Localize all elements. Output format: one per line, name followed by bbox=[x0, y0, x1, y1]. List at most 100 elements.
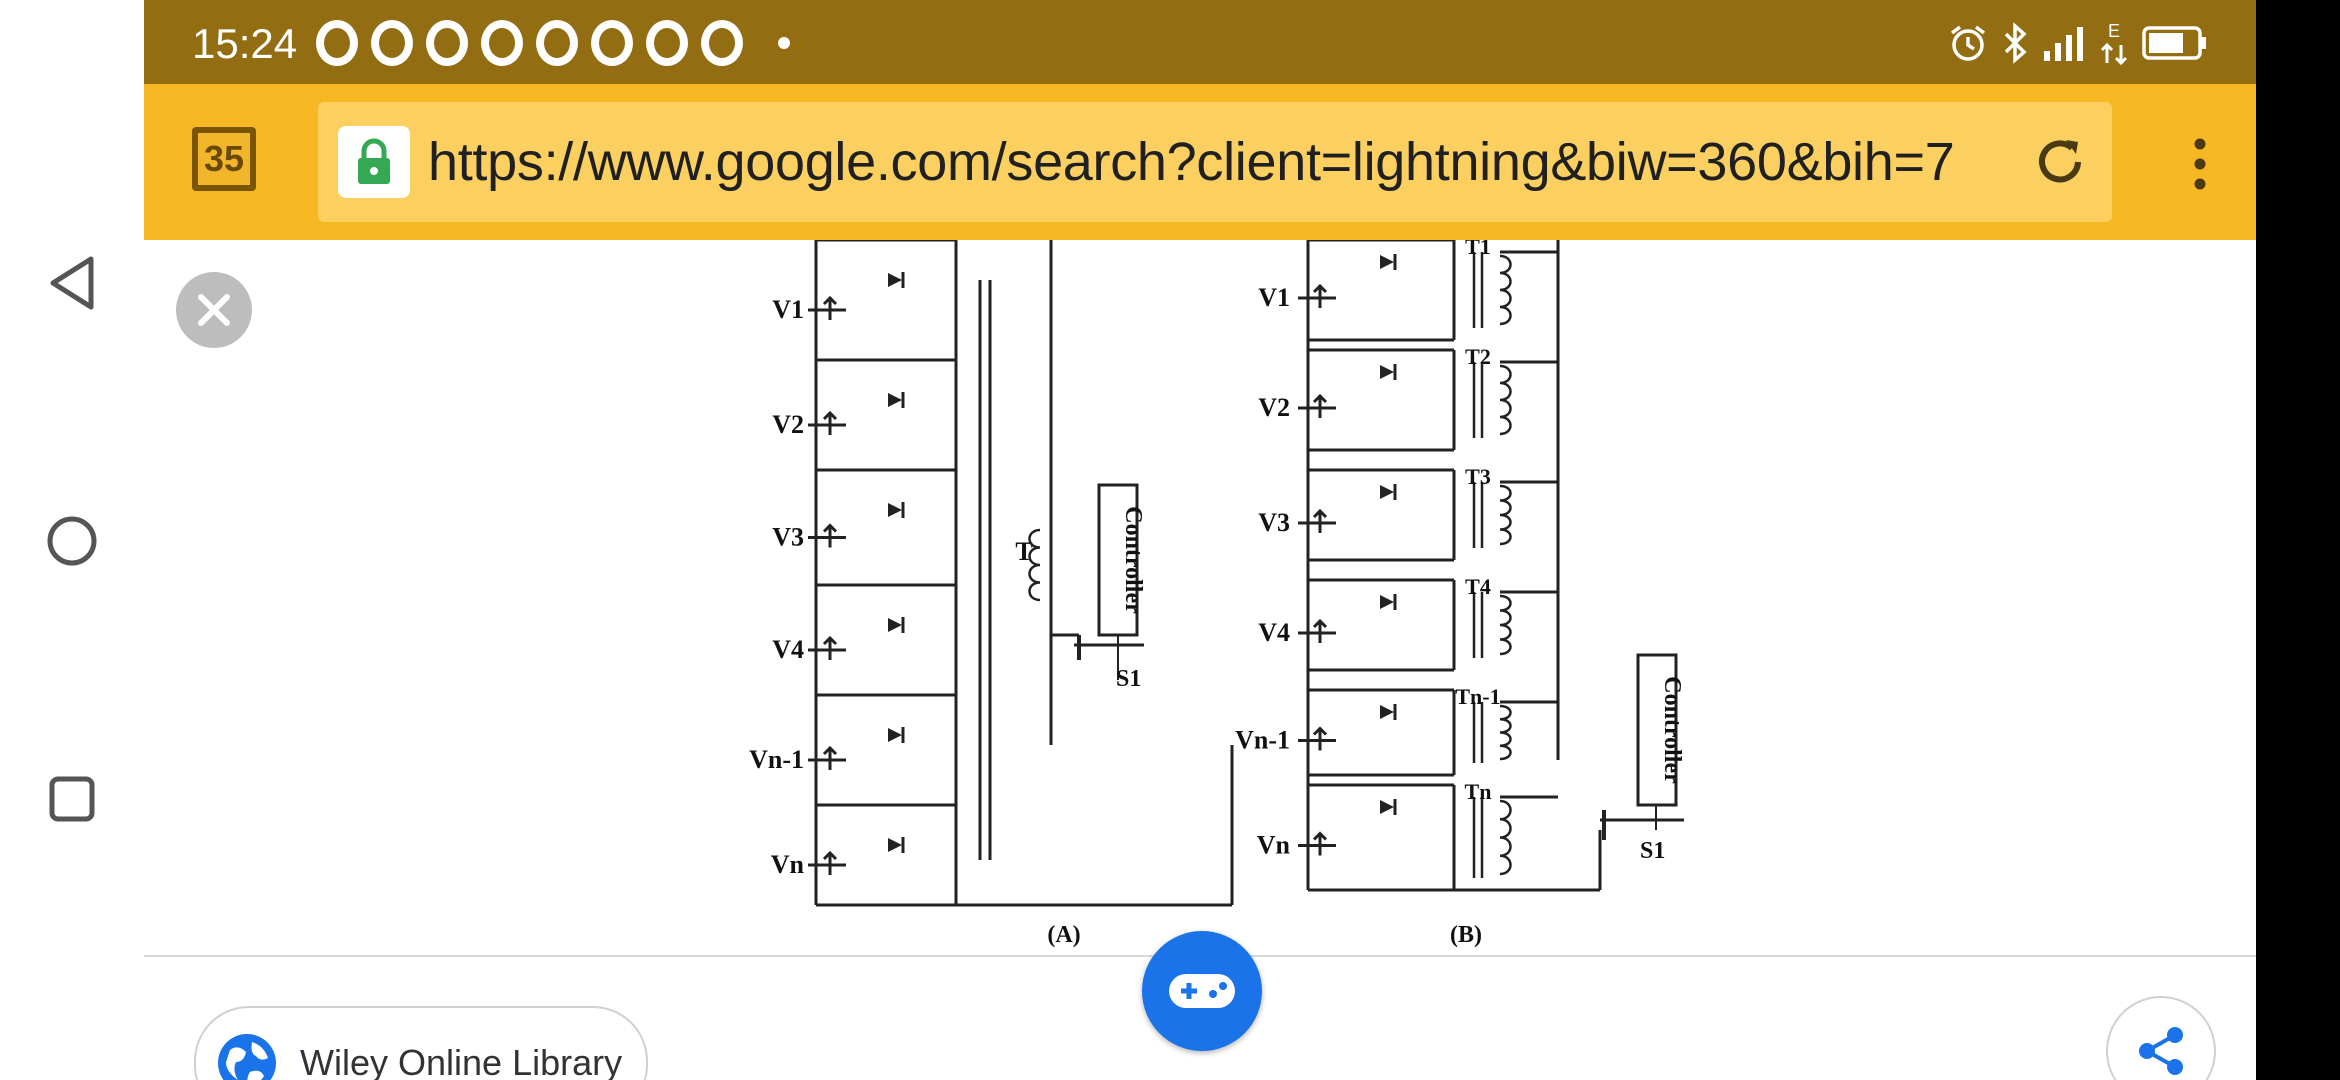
notification-icon bbox=[591, 20, 633, 66]
recents-button[interactable] bbox=[36, 763, 108, 835]
source-arrow bbox=[1312, 283, 1328, 308]
reload-icon bbox=[2039, 140, 2081, 183]
caption-a: (A) bbox=[1047, 922, 1080, 948]
transformer-label: T3 bbox=[1465, 464, 1491, 489]
network-type-label: E bbox=[2108, 21, 2120, 41]
diode-symbol bbox=[1380, 365, 1394, 379]
reload-button[interactable] bbox=[2028, 130, 2092, 194]
alarm-icon bbox=[1950, 25, 1986, 61]
back-icon bbox=[50, 256, 94, 310]
transformer-label: Tn-1 bbox=[1455, 684, 1500, 709]
diode-symbol bbox=[888, 838, 902, 852]
secondary-winding bbox=[1499, 799, 1512, 876]
diode-symbol bbox=[888, 273, 902, 287]
source-arrow bbox=[822, 523, 838, 548]
games-button[interactable] bbox=[1142, 931, 1262, 1051]
diode-symbol bbox=[888, 618, 902, 632]
gamepad-icon bbox=[1169, 974, 1235, 1008]
source-arrow bbox=[1312, 393, 1328, 418]
source-link[interactable]: Wiley Online Library bbox=[194, 1006, 648, 1080]
source-arrow bbox=[822, 410, 838, 435]
voltage-label: Vn-1 bbox=[749, 745, 804, 774]
transformer-label: T bbox=[1015, 537, 1032, 566]
back-button[interactable] bbox=[36, 247, 108, 319]
diode-symbol bbox=[1380, 595, 1394, 609]
secondary-winding bbox=[1499, 364, 1512, 436]
tab-count-button[interactable]: 35 bbox=[192, 127, 256, 191]
share-button[interactable] bbox=[2106, 996, 2216, 1080]
more-options-icon[interactable] bbox=[2184, 136, 2216, 192]
source-arrow bbox=[822, 295, 838, 320]
voltage-label: V4 bbox=[772, 635, 804, 664]
source-arrow bbox=[1312, 726, 1328, 751]
source-arrow bbox=[1312, 508, 1328, 533]
secondary-winding bbox=[1499, 704, 1512, 761]
switch-label: S1 bbox=[1116, 666, 1141, 692]
voltage-label: V2 bbox=[1258, 393, 1290, 422]
secondary-winding bbox=[1028, 528, 1041, 602]
home-icon bbox=[47, 516, 97, 566]
secure-lock-icon[interactable] bbox=[338, 126, 410, 198]
notification-icon bbox=[371, 20, 413, 66]
voltage-label: V1 bbox=[772, 295, 804, 324]
switch-label: S1 bbox=[1640, 838, 1665, 864]
diode-symbol bbox=[888, 503, 902, 517]
voltage-label: V1 bbox=[1258, 283, 1290, 312]
notification-icon bbox=[646, 20, 688, 66]
controller-label: Controller bbox=[1659, 676, 1685, 784]
device-screen: 15:24 E 35 https://www.google.com/search… bbox=[144, 0, 2256, 1080]
more-notifications-dot bbox=[778, 37, 790, 49]
transformer-label: T4 bbox=[1465, 574, 1491, 599]
controller-label: Controller bbox=[1120, 506, 1146, 614]
share-icon bbox=[2139, 1027, 2183, 1075]
secondary-winding bbox=[1499, 254, 1512, 326]
secondary-winding bbox=[1499, 484, 1512, 546]
diode-symbol bbox=[888, 728, 902, 742]
source-arrow bbox=[1312, 831, 1328, 856]
transformer-label: Tn bbox=[1465, 779, 1492, 804]
data-network-icon: E bbox=[2100, 21, 2128, 65]
voltage-label: V3 bbox=[1258, 508, 1290, 537]
source-arrow bbox=[822, 850, 838, 875]
notification-icons bbox=[316, 20, 790, 66]
source-arrow bbox=[822, 635, 838, 660]
status-bar: 15:24 E bbox=[144, 0, 2256, 84]
voltage-label: Vn bbox=[1257, 831, 1291, 860]
notification-icon bbox=[701, 20, 743, 66]
notification-icon bbox=[536, 20, 578, 66]
transformer-label: T2 bbox=[1465, 344, 1491, 369]
navigation-bar bbox=[0, 0, 144, 1080]
close-button[interactable] bbox=[176, 272, 252, 348]
voltage-label: V3 bbox=[772, 523, 804, 552]
diode-symbol bbox=[888, 393, 902, 407]
status-time: 15:24 bbox=[192, 20, 298, 67]
caption-b: (B) bbox=[1450, 922, 1482, 948]
url-text[interactable]: https://www.google.com/search?client=lig… bbox=[428, 132, 1955, 192]
secondary-winding bbox=[1499, 594, 1512, 656]
address-bar[interactable]: https://www.google.com/search?client=lig… bbox=[318, 102, 2112, 222]
bluetooth-icon bbox=[2004, 22, 2027, 64]
diode-symbol bbox=[1380, 800, 1394, 814]
source-arrow bbox=[1312, 618, 1328, 643]
notification-icon bbox=[426, 20, 468, 66]
voltage-label: Vn-1 bbox=[1235, 726, 1290, 755]
transformer-label: T1 bbox=[1465, 240, 1491, 259]
voltage-label: Vn bbox=[771, 850, 805, 879]
source-arrow bbox=[822, 745, 838, 770]
notification-icon bbox=[316, 20, 358, 66]
diode-symbol bbox=[1380, 705, 1394, 719]
browser-toolbar: 35 https://www.google.com/search?client=… bbox=[144, 84, 2256, 240]
voltage-label: V4 bbox=[1258, 618, 1290, 647]
globe-icon bbox=[218, 1034, 276, 1080]
notification-icon bbox=[481, 20, 523, 66]
source-name: Wiley Online Library bbox=[300, 1042, 623, 1080]
voltage-label: V2 bbox=[772, 410, 804, 439]
battery-icon bbox=[2142, 26, 2206, 60]
system-icons: E bbox=[1948, 20, 2208, 66]
recents-icon bbox=[49, 776, 95, 822]
close-icon bbox=[198, 294, 230, 326]
diode-symbol bbox=[1380, 485, 1394, 499]
home-button[interactable] bbox=[36, 505, 108, 577]
